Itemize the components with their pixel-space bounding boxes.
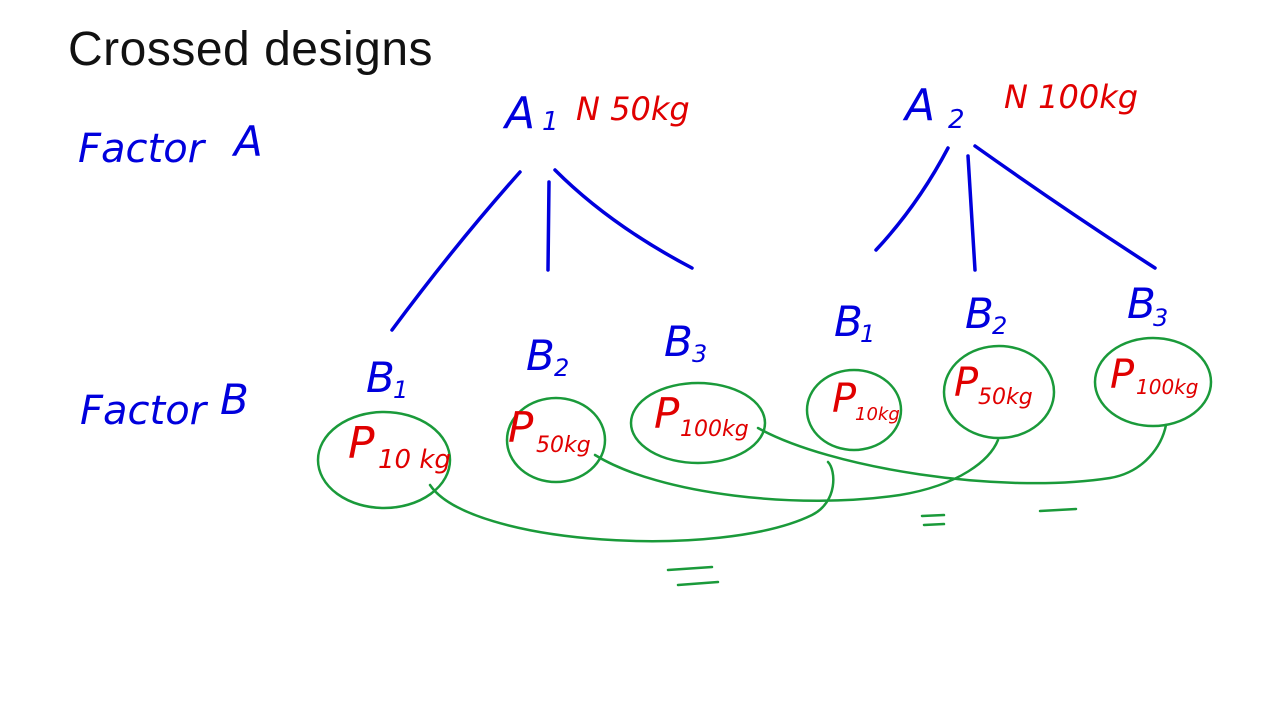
b2-letter: B bbox=[965, 289, 994, 338]
level-a1-treatment: N 50kg bbox=[576, 90, 690, 128]
factor-b-row-label: Factor B bbox=[80, 375, 249, 434]
b1-letter: B bbox=[366, 353, 395, 402]
tree-branches-a2 bbox=[874, 144, 1157, 272]
b2-letter: B bbox=[526, 331, 555, 380]
level-b1-under-a1: B 1 bbox=[366, 353, 408, 404]
level-a2: A 2 N 100kg bbox=[902, 78, 1138, 135]
b1-letter: B bbox=[834, 297, 863, 346]
level-b1-under-a2: B 1 bbox=[834, 297, 875, 348]
level-b2-under-a2: B 2 bbox=[965, 289, 1007, 340]
level-b2-under-a1: B 2 bbox=[526, 331, 569, 382]
equal-mark-b2-bottom bbox=[922, 522, 946, 527]
treatment-p-letter: P bbox=[954, 360, 979, 406]
treatment-a1-b3: P 100kg bbox=[654, 389, 749, 442]
link-b2-across-a bbox=[593, 438, 1000, 502]
level-b3-under-a2: B 3 bbox=[1127, 279, 1168, 332]
branch-a2-b3 bbox=[973, 144, 1157, 270]
treatment-a1-b1: P 10 kg bbox=[348, 418, 451, 475]
treatment-circle-a2-b1 bbox=[805, 368, 903, 452]
equal-mark-b2 bbox=[920, 513, 946, 527]
treatment-dose: 50kg bbox=[536, 433, 591, 458]
level-a1: A 1 N 50kg bbox=[502, 88, 690, 139]
treatment-a2-b1: P 10kg bbox=[832, 376, 900, 425]
factor-a-row-label: Factor A bbox=[78, 117, 263, 172]
branch-a1-b3 bbox=[553, 168, 694, 270]
treatment-p-letter: P bbox=[654, 389, 680, 438]
equal-mark-b2-top bbox=[920, 513, 946, 518]
branch-a2-b1 bbox=[874, 146, 950, 252]
treatment-a1-b2: P 50kg bbox=[508, 403, 591, 458]
link-b3-across-a bbox=[756, 423, 1168, 485]
treatment-dose: 10kg bbox=[855, 404, 900, 425]
treatment-dose: 100kg bbox=[680, 417, 749, 442]
b1-subscript: 1 bbox=[860, 320, 875, 348]
b3-letter: B bbox=[1127, 279, 1156, 328]
b3-subscript: 3 bbox=[692, 340, 707, 368]
factor-b-word: Factor bbox=[80, 388, 209, 434]
dash-mark-b3 bbox=[1038, 507, 1078, 513]
equal-mark-b1-bottom bbox=[676, 580, 720, 587]
branch-a1-b2 bbox=[546, 180, 551, 272]
factor-b-letter: B bbox=[220, 375, 249, 424]
b2-subscript: 2 bbox=[554, 354, 569, 382]
level-a1-letter: A bbox=[502, 88, 535, 139]
level-a2-letter: A bbox=[902, 80, 935, 131]
treatment-a2-b2: P 50kg bbox=[954, 360, 1033, 410]
treatment-p-letter: P bbox=[832, 376, 857, 422]
level-a1-subscript: 1 bbox=[542, 107, 559, 137]
link-b1-across-a bbox=[428, 460, 835, 543]
treatment-p-letter: P bbox=[1110, 352, 1135, 398]
branch-a2-b2 bbox=[966, 154, 977, 272]
treatment-circle-a1-b2 bbox=[505, 396, 607, 484]
equal-mark-b1 bbox=[666, 565, 720, 587]
slide-title: Crossed designs bbox=[68, 23, 434, 76]
treatment-circle-a2-b2 bbox=[942, 344, 1056, 440]
equal-mark-b1-top bbox=[666, 565, 714, 572]
tree-branches-a1 bbox=[390, 168, 694, 332]
treatment-a2-b3: P 100kg bbox=[1110, 352, 1198, 399]
treatment-p-letter: P bbox=[348, 418, 375, 469]
treatment-dose: 10 kg bbox=[378, 445, 451, 475]
treatment-dose: 50kg bbox=[978, 385, 1033, 410]
b3-subscript: 3 bbox=[1153, 304, 1168, 332]
level-a2-treatment: N 100kg bbox=[1004, 78, 1138, 116]
b3-letter: B bbox=[664, 317, 693, 366]
treatment-dose: 100kg bbox=[1136, 375, 1198, 399]
treatment-p-letter: P bbox=[508, 403, 534, 452]
b1-subscript: 1 bbox=[393, 376, 408, 404]
level-a2-subscript: 2 bbox=[948, 105, 965, 135]
branch-a1-b1 bbox=[390, 170, 522, 332]
level-b3-under-a1: B 3 bbox=[664, 317, 707, 368]
treatment-circle-a2-b3 bbox=[1093, 336, 1213, 428]
factor-a-word: Factor bbox=[78, 126, 207, 172]
factor-a-letter: A bbox=[231, 117, 263, 166]
treatment-circle-a1-b3 bbox=[629, 381, 767, 465]
b2-subscript: 2 bbox=[992, 312, 1007, 340]
treatment-circle-a1-b1 bbox=[316, 410, 452, 510]
